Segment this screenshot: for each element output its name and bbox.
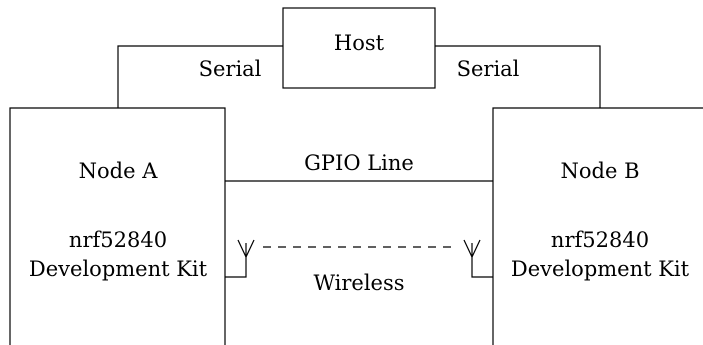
node-b-box: Node B nrf52840 Development Kit: [492, 107, 703, 345]
node-b-board-line1: nrf52840: [551, 228, 649, 252]
serial-label-left: Serial: [199, 57, 262, 81]
node-a-box: Node A nrf52840 Development Kit: [9, 107, 226, 345]
node-a-title: Node A: [79, 159, 159, 183]
node-a-board-line1: nrf52840: [69, 228, 167, 252]
node-b-title: Node B: [561, 159, 640, 183]
gpio-label: GPIO Line: [304, 151, 414, 175]
wireless-link: Wireless: [263, 246, 454, 295]
gpio-line: GPIO Line: [225, 151, 493, 182]
host-label: Host: [334, 31, 385, 55]
serial-label-right: Serial: [457, 57, 520, 81]
serial-link-right: Serial: [435, 45, 601, 108]
antenna-icon: [225, 239, 255, 278]
node-a-board-line2: Development Kit: [29, 257, 208, 281]
antenna-icon: [463, 239, 493, 278]
wireless-label: Wireless: [313, 271, 404, 295]
serial-link-left: Serial: [117, 45, 283, 108]
node-b-board-line2: Development Kit: [511, 257, 690, 281]
host-box: Host: [282, 7, 436, 89]
